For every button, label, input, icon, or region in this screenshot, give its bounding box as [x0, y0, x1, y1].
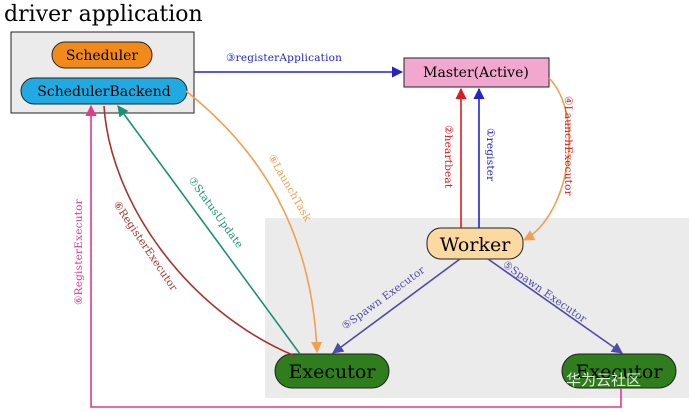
executor-node-left[interactable]: Executor: [274, 353, 390, 389]
edge-status-update: [117, 105, 301, 355]
executor-left-label: Executor: [289, 361, 377, 383]
edge-spawn-executor-right: [487, 258, 623, 354]
edge-launch-executor-label: ④LaunchExecutor: [562, 96, 574, 197]
edge-heartbeat-label: ②heartbeat: [442, 125, 454, 189]
master-node[interactable]: Master(Active): [403, 57, 550, 88]
edge-register-executor-bottom: [85, 104, 622, 408]
edge-register-application-label: ③registerApplication: [226, 52, 342, 64]
edge-register-executor-left-label: ⑥RegisterExecutor: [111, 199, 181, 294]
edge-spawn-executor-left: [332, 258, 461, 354]
worker-node[interactable]: Worker: [426, 227, 524, 260]
edge-register-executor-bottom-label: ⑥RegisterExecutor: [73, 198, 85, 305]
scheduler-backend-node[interactable]: SchedulerBackend: [20, 77, 188, 105]
executor-right-label: Executor: [576, 361, 664, 383]
edge-register-label: ①register: [484, 128, 496, 182]
edge-register-executor-left: [103, 105, 296, 357]
master-label: Master(Active): [423, 65, 529, 81]
edge-launch-task: [185, 90, 323, 354]
scheduler-node[interactable]: Scheduler: [51, 41, 153, 69]
edge-launch-executor: [523, 77, 570, 241]
worker-label: Worker: [440, 234, 512, 256]
executor-node-right[interactable]: Executor: [561, 353, 677, 389]
watermark: 华为云社区: [566, 371, 641, 389]
scheduler-backend-label: SchedulerBackend: [37, 84, 170, 100]
scheduler-label: Scheduler: [66, 48, 138, 64]
driver-application-title: driver application: [4, 2, 203, 27]
